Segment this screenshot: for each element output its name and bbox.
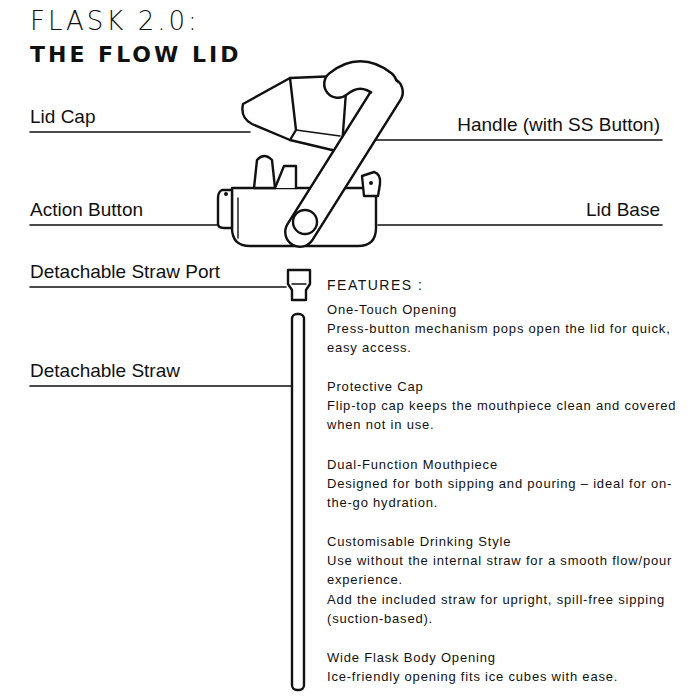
feature-text: Press-button mechanism pops open the lid…	[327, 319, 693, 357]
features-heading: FEATURES :	[327, 277, 423, 293]
part-label: Lid Cap	[30, 106, 96, 128]
mouthpiece	[254, 156, 275, 188]
spout-base	[275, 166, 296, 188]
lid-nub	[362, 172, 380, 196]
leader-line	[378, 224, 662, 226]
action-button	[218, 190, 232, 228]
subtitle: THE FLOW LID	[30, 42, 241, 67]
leader-line	[365, 139, 662, 141]
handle-pivot	[293, 210, 317, 234]
feature-text: Use without the internal straw for a smo…	[327, 551, 693, 589]
feature-text: Flip-top cap keeps the mouthpiece clean …	[327, 396, 693, 434]
straw-port	[288, 270, 310, 300]
feature-title: Wide Flask Body Opening	[327, 648, 693, 667]
handle	[300, 92, 388, 232]
feature-title: Dual-Function Mouthpiece	[327, 455, 693, 474]
part-label: Detachable Straw Port	[30, 261, 220, 283]
feature-text: Ice-friendly opening fits ice cubes with…	[327, 667, 693, 686]
leader-line	[30, 385, 298, 387]
part-label: Detachable Straw	[30, 360, 180, 382]
feature-text: Add the included straw for upright, spil…	[327, 590, 693, 628]
title: FLASK 2.0:	[30, 6, 200, 36]
feature-text: Designed for both sipping and pouring – …	[327, 474, 693, 512]
leader-line	[30, 224, 220, 226]
feature-title: One-Touch Opening	[327, 300, 693, 319]
leader-line	[30, 131, 250, 133]
straw	[292, 314, 304, 690]
part-label: Action Button	[30, 199, 143, 221]
part-label: Handle (with SS Button)	[457, 114, 660, 136]
part-label: Lid Base	[586, 199, 660, 221]
feature-title: Protective Cap	[327, 377, 693, 396]
feature-title: Customisable Drinking Style	[327, 532, 693, 551]
leader-line	[30, 286, 286, 288]
